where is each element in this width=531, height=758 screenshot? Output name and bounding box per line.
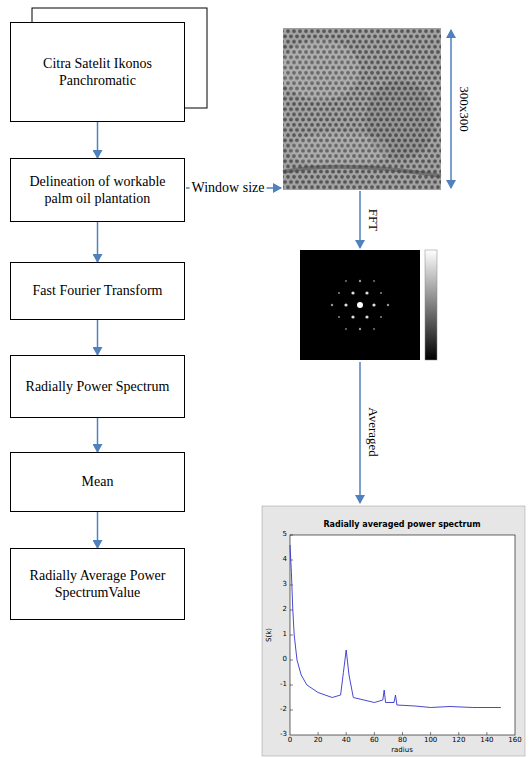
annotation-label: FFT — [366, 209, 380, 231]
x-tick-label: 0 — [288, 737, 292, 745]
box-label: Fast Fourier Transform — [33, 282, 163, 300]
x-tick-label: 60 — [370, 737, 379, 745]
box-label: Mean — [82, 473, 114, 491]
averaged-arrow — [359, 362, 361, 503]
x-tick-label: 140 — [480, 737, 493, 745]
process-box: Radially Power Spectrum — [10, 355, 185, 418]
x-tick-label: 80 — [398, 737, 407, 745]
process-box: Mean — [10, 452, 185, 512]
process-box: Delineation of workable palm oil plantat… — [10, 158, 185, 222]
y-tick-label: -2 — [280, 706, 287, 714]
fft-spectrum-image — [300, 250, 437, 360]
annotation-label: Averaged — [366, 407, 380, 457]
axis-label: S(k) — [266, 628, 274, 642]
y-tick-label: -1 — [280, 681, 287, 689]
x-tick-label: 100 — [424, 737, 437, 745]
y-tick-label: 0 — [283, 656, 287, 664]
flow-arrow — [97, 222, 99, 262]
dimension-arrow — [450, 30, 452, 188]
x-tick-label: 20 — [314, 737, 323, 745]
box-label: Citra Satelit Ikonos Panchromatic — [19, 55, 176, 90]
flow-arrow — [97, 122, 99, 158]
spectrum-plot — [262, 506, 525, 756]
x-tick-label: 40 — [342, 737, 351, 745]
flow-arrow — [97, 418, 99, 452]
y-tick-label: -3 — [280, 731, 287, 739]
axis-label: radius — [391, 747, 413, 755]
box-label: Radially Average Power SpectrumValue — [19, 567, 176, 602]
process-box: Fast Fourier Transform — [10, 262, 185, 320]
annotation-label: 300x300 — [457, 86, 471, 132]
flow-arrow — [97, 320, 99, 355]
source-box: Citra Satelit Ikonos Panchromatic — [10, 22, 185, 122]
y-tick-label: 4 — [283, 556, 287, 564]
plot-title: Radially averaged power spectrum — [323, 521, 480, 530]
y-tick-label: 2 — [283, 606, 287, 614]
satellite-texture — [280, 28, 441, 190]
box-label: Delineation of workable palm oil plantat… — [19, 173, 176, 208]
annotation-label: Window size — [190, 180, 267, 195]
process-box: Radially Average Power SpectrumValue — [10, 548, 185, 620]
x-tick-label: 160 — [508, 737, 521, 745]
flow-arrow — [97, 512, 99, 548]
fft-arrow — [359, 191, 361, 248]
y-tick-label: 5 — [283, 531, 287, 539]
y-tick-label: 1 — [283, 631, 287, 639]
box-label: Radially Power Spectrum — [26, 378, 170, 396]
x-tick-label: 120 — [452, 737, 465, 745]
y-tick-label: 3 — [283, 581, 287, 589]
